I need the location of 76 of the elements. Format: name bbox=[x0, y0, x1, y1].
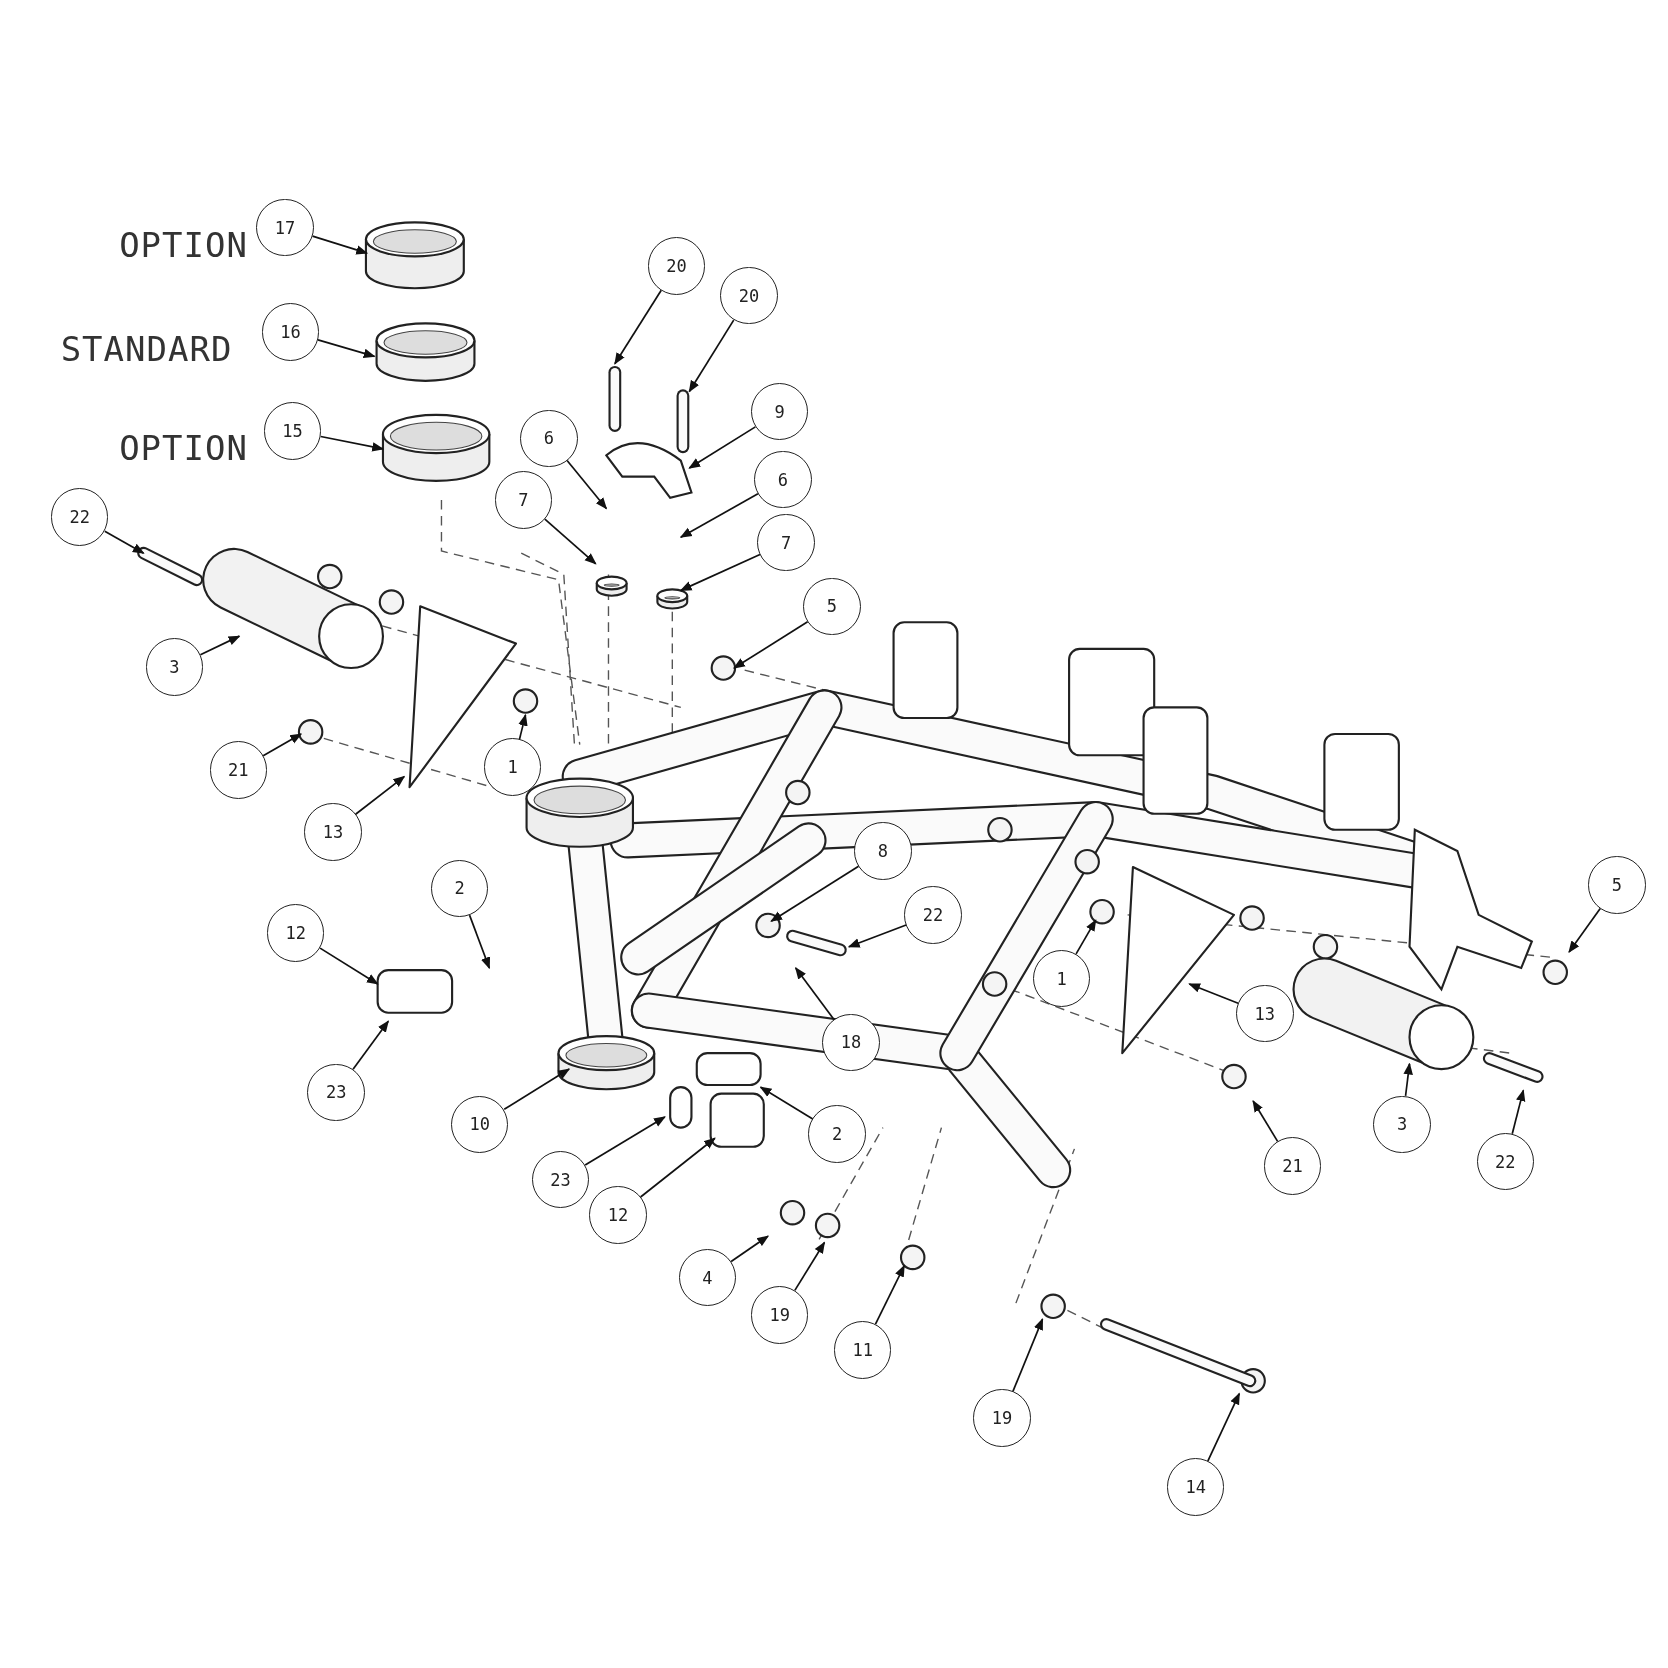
leader-line bbox=[614, 289, 663, 365]
leader-line bbox=[730, 1235, 770, 1263]
callout-number: 21 bbox=[209, 741, 267, 799]
leader-line bbox=[847, 924, 907, 948]
callout-number: 1 bbox=[1032, 949, 1091, 1008]
callout-number: 12 bbox=[267, 904, 325, 962]
leader-line bbox=[1075, 919, 1097, 955]
leader-line bbox=[679, 553, 761, 592]
callout-number: 13 bbox=[304, 803, 362, 861]
callout-number: 1 bbox=[484, 738, 542, 796]
leader-line bbox=[1403, 1062, 1413, 1097]
leader-line bbox=[319, 947, 379, 985]
leader-line bbox=[584, 1116, 666, 1166]
part-note: STANDARD bbox=[60, 329, 233, 370]
callout-number: 7 bbox=[757, 513, 815, 572]
callout-number: 2 bbox=[430, 859, 489, 917]
leader-line bbox=[1252, 1100, 1279, 1143]
leader-line bbox=[319, 435, 385, 452]
leader-line bbox=[688, 426, 757, 469]
callout-number: 3 bbox=[1373, 1095, 1431, 1154]
leader-line bbox=[503, 1068, 571, 1111]
callout-number: 20 bbox=[720, 267, 778, 325]
leader-line bbox=[1511, 1089, 1526, 1135]
leader-line bbox=[544, 518, 597, 565]
leader-line bbox=[262, 733, 303, 757]
callout-number: 17 bbox=[256, 198, 314, 257]
part-note: OPTION bbox=[119, 427, 248, 468]
leader-line bbox=[639, 1137, 716, 1198]
callout-number: 14 bbox=[1166, 1458, 1225, 1516]
leader-line bbox=[468, 914, 491, 970]
leader-line bbox=[199, 635, 241, 656]
callout-number: 11 bbox=[834, 1321, 892, 1379]
callout-number: 22 bbox=[1476, 1132, 1534, 1191]
callout-number: 21 bbox=[1263, 1137, 1322, 1195]
callout-number: 15 bbox=[263, 402, 322, 460]
callout-number: 5 bbox=[1588, 856, 1646, 914]
leader-line bbox=[518, 713, 528, 740]
callout-number: 19 bbox=[751, 1286, 809, 1344]
leader-line bbox=[317, 339, 376, 358]
leader-line bbox=[794, 1241, 826, 1292]
callout-number: 3 bbox=[145, 638, 204, 696]
leader-line bbox=[1188, 983, 1239, 1005]
callout-number: 9 bbox=[751, 382, 809, 441]
leader-line bbox=[679, 492, 759, 539]
callout-number: 7 bbox=[494, 471, 553, 529]
leader-line bbox=[874, 1264, 906, 1326]
callout-number: 19 bbox=[973, 1389, 1031, 1447]
callout-number: 23 bbox=[531, 1151, 590, 1209]
callout-number: 20 bbox=[647, 237, 706, 295]
callout-number: 6 bbox=[520, 409, 578, 467]
leader-line bbox=[354, 775, 406, 816]
callout-number: 6 bbox=[754, 451, 812, 509]
leader-line bbox=[352, 1020, 390, 1071]
leader-line bbox=[770, 865, 860, 923]
leader-line bbox=[566, 459, 608, 510]
leader-line bbox=[759, 1086, 814, 1120]
part-note: OPTION bbox=[119, 224, 248, 265]
callout-number: 12 bbox=[589, 1186, 647, 1244]
leader-line bbox=[311, 235, 369, 255]
leader-line bbox=[103, 530, 145, 554]
leader-line bbox=[1568, 907, 1602, 954]
leader-line bbox=[1012, 1318, 1044, 1393]
callout-number: 18 bbox=[822, 1013, 880, 1072]
callout-number: 13 bbox=[1236, 985, 1294, 1043]
callout-number: 10 bbox=[451, 1095, 509, 1154]
callout-number: 16 bbox=[261, 303, 320, 361]
callout-number: 22 bbox=[904, 886, 962, 944]
callout-number: 4 bbox=[678, 1248, 737, 1307]
callout-number: 23 bbox=[307, 1063, 365, 1122]
leader-line bbox=[688, 319, 735, 393]
leader-line bbox=[794, 967, 835, 1021]
leader-line bbox=[1206, 1392, 1241, 1462]
callout-number: 2 bbox=[808, 1105, 866, 1163]
callout-number: 22 bbox=[51, 488, 109, 546]
leader-line bbox=[733, 620, 809, 669]
callout-number: 5 bbox=[803, 577, 861, 636]
